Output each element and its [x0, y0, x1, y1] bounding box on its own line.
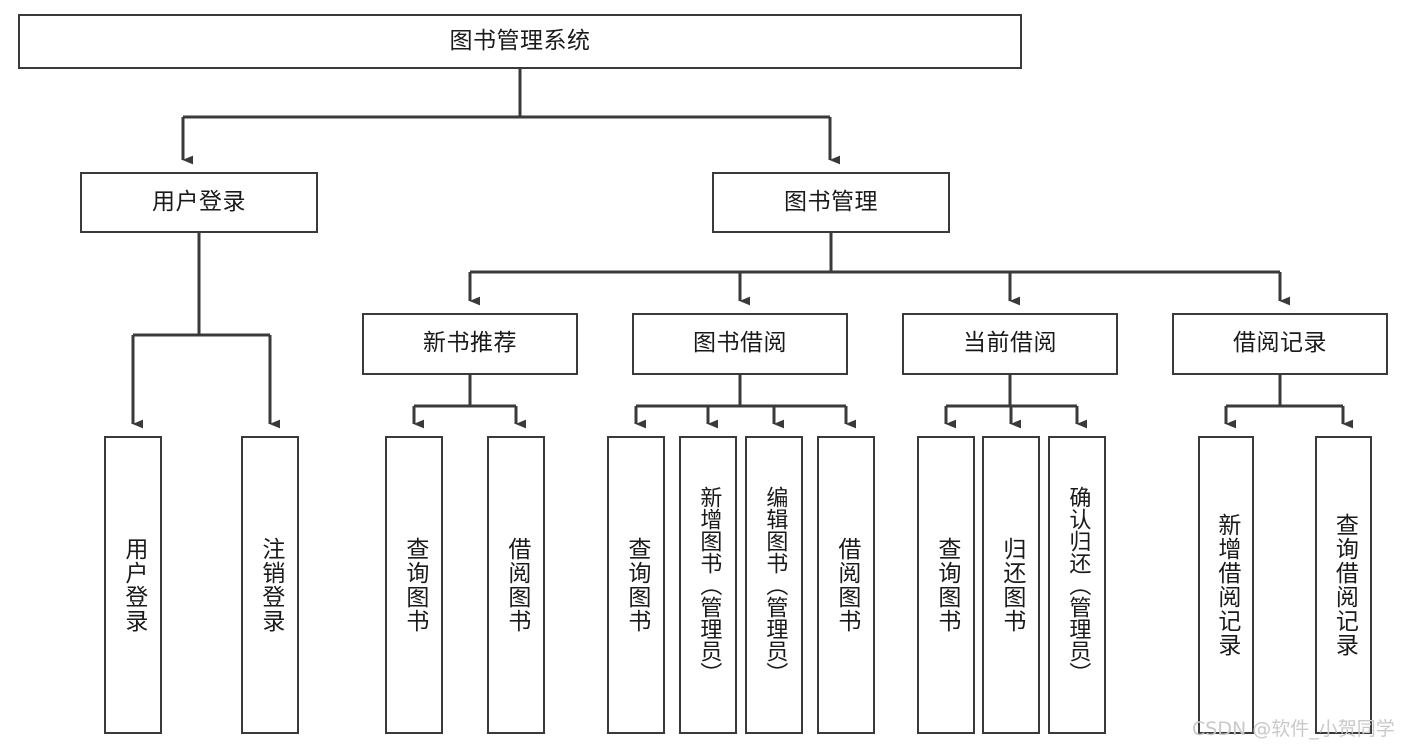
node-leaf-borrow-book-2[interactable]: 借阅图书: [817, 436, 875, 734]
node-user-login[interactable]: 用户登录: [80, 172, 318, 233]
node-leaf-edit-book-admin[interactable]: 编辑图书（管理员）: [745, 436, 803, 734]
node-label: 确认归还（管理员）: [1065, 486, 1091, 684]
node-label: 当前借阅: [963, 330, 1057, 357]
node-root-system[interactable]: 图书管理系统: [18, 14, 1022, 69]
node-label: 新书推荐: [423, 330, 517, 357]
node-leaf-add-borrow-record[interactable]: 新增借阅记录: [1198, 436, 1254, 734]
node-label: 查询图书: [933, 537, 960, 633]
node-leaf-query-book-2[interactable]: 查询图书: [607, 436, 665, 734]
node-leaf-borrow-book-1[interactable]: 借阅图书: [487, 436, 545, 734]
node-leaf-confirm-return-admin[interactable]: 确认归还（管理员）: [1048, 436, 1106, 734]
connectors-borrowrecord-to-leaves: [1224, 375, 1354, 429]
node-label: 归还图书: [998, 537, 1025, 633]
node-label: 用户登录: [120, 537, 147, 633]
node-leaf-query-book-3[interactable]: 查询图书: [917, 436, 975, 734]
node-book-manage[interactable]: 图书管理: [712, 172, 950, 233]
node-label: 借阅记录: [1233, 330, 1327, 357]
node-new-book-recommend[interactable]: 新书推荐: [362, 313, 578, 375]
node-leaf-query-book-1[interactable]: 查询图书: [385, 436, 443, 734]
connectors-userlogin-to-leaves: [131, 233, 281, 429]
node-label: 注销登录: [257, 537, 284, 633]
node-borrow-record[interactable]: 借阅记录: [1172, 313, 1388, 375]
node-label: 图书管理系统: [449, 27, 591, 54]
connectors-root-to-level1: [181, 69, 841, 165]
node-leaf-user-login[interactable]: 用户登录: [104, 436, 162, 734]
node-leaf-logout-login[interactable]: 注销登录: [241, 436, 299, 734]
node-current-borrow[interactable]: 当前借阅: [902, 313, 1118, 375]
node-label: 查询借阅记录: [1331, 513, 1358, 657]
node-leaf-add-book-admin[interactable]: 新增图书（管理员）: [679, 436, 737, 734]
node-label: 查询图书: [401, 537, 428, 633]
node-label: 查询图书: [623, 537, 650, 633]
connectors-newbook-to-leaves: [412, 375, 527, 429]
node-label: 用户登录: [152, 188, 246, 215]
csdn-watermark: CSDN @软件_小贺同学: [1192, 718, 1395, 740]
node-label: 新增借阅记录: [1213, 513, 1240, 657]
node-label: 图书借阅: [693, 330, 787, 357]
connectors-bookmanage-to-level2: [468, 233, 1291, 306]
node-label: 编辑图书（管理员）: [762, 486, 788, 684]
node-label: 借阅图书: [503, 537, 530, 633]
node-leaf-return-book[interactable]: 归还图书: [982, 436, 1040, 734]
connectors-currentborrow-to-leaves: [944, 375, 1088, 429]
node-book-borrow[interactable]: 图书借阅: [632, 313, 848, 375]
node-label: 新增图书（管理员）: [696, 486, 722, 684]
node-label: 图书管理: [784, 188, 878, 215]
node-leaf-query-borrow-record[interactable]: 查询借阅记录: [1315, 436, 1372, 734]
node-label: 借阅图书: [833, 537, 860, 633]
connectors-bookborrow-to-leaves: [634, 375, 857, 429]
